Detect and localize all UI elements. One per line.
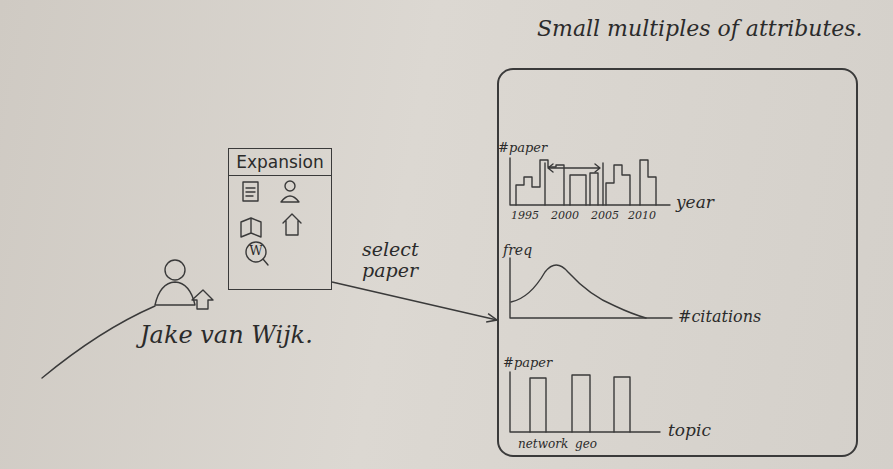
edge-label: select paper	[362, 239, 442, 281]
expansion-icons	[241, 181, 301, 265]
axis-label: 2005	[591, 210, 619, 222]
year-bar-chart	[510, 158, 670, 205]
flow-arrow	[332, 282, 497, 322]
axis-label: 2010	[628, 210, 656, 222]
axis-label: 2000	[551, 210, 579, 222]
panel-title: Small multiples of attributes.	[537, 16, 863, 41]
trail-line	[42, 306, 155, 378]
axis-label: freq	[503, 243, 532, 258]
panel-heading: Expansion	[229, 149, 331, 176]
icon-letter: W	[247, 244, 265, 258]
topic-bar-chart	[510, 372, 660, 432]
citation-curve-chart	[510, 258, 672, 318]
axis-label: network	[518, 438, 568, 451]
house-badge	[192, 290, 213, 309]
axis-label: #paper	[503, 356, 552, 370]
axis-label: #paper	[498, 141, 547, 155]
person-name: Jake van Wijk.	[140, 322, 313, 348]
person-body	[155, 282, 195, 305]
axis-label: year	[676, 193, 714, 212]
axis-label: #citations	[678, 308, 761, 326]
axis-label: topic	[668, 421, 711, 440]
person-head	[165, 260, 185, 280]
axis-label: 1995	[511, 210, 539, 222]
axis-label: geo	[575, 438, 597, 451]
small-multiples-panel: Small multiples of attributes.	[497, 68, 858, 457]
expansion-panel: Expansion	[228, 148, 332, 290]
